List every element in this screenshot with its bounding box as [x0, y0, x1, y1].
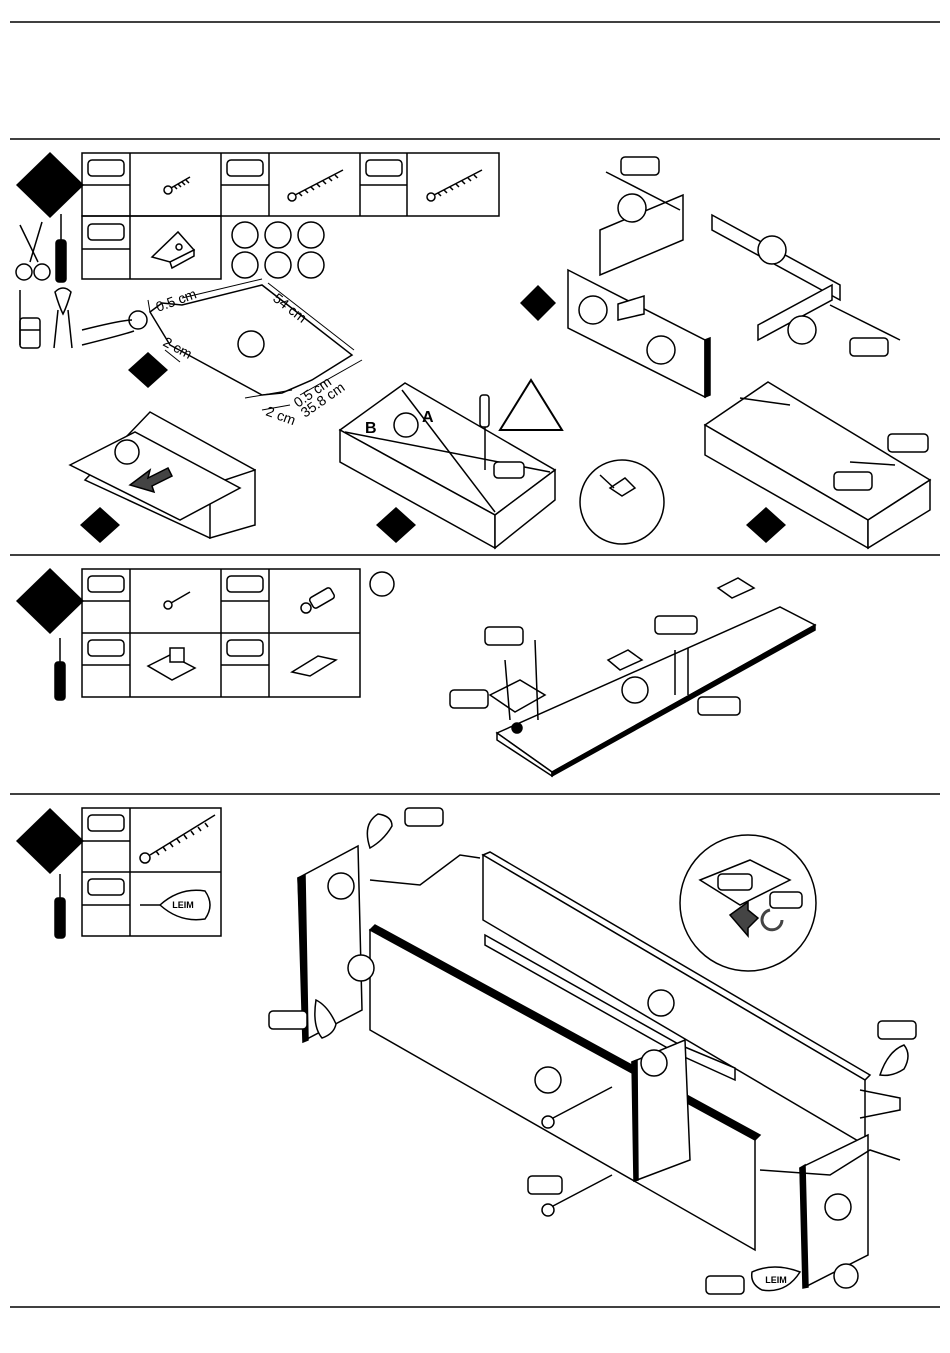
step-c-diamond: [16, 808, 84, 874]
tape-measure-icon: [20, 290, 40, 348]
diagonal-label-a: A: [422, 409, 434, 426]
screw-icon: [164, 592, 190, 609]
screw-icon: [164, 177, 190, 194]
screwdriver-icon: [56, 214, 66, 282]
step-c: LEIM: [16, 808, 916, 1294]
corner-bracket-icon: [152, 232, 194, 268]
pliers-icon: [54, 288, 72, 348]
carcass-assembly: [269, 808, 916, 1294]
long-screw-icon: [288, 170, 343, 201]
euro-screw-icon: [301, 587, 335, 613]
hinge-icon: [148, 648, 195, 680]
leim-label: LEIM: [765, 1275, 787, 1285]
part-circle: [370, 572, 394, 596]
step-b-diamond: [16, 568, 84, 634]
substep-diamond: [80, 507, 120, 543]
substep-diamond: [128, 352, 168, 388]
substep-diamond: [746, 507, 786, 543]
diagonal-label-b: B: [365, 420, 377, 437]
scissors-icon: [16, 222, 50, 280]
door-panel-hinges: [450, 578, 815, 776]
step-a: 0.5 cm 54 cm 2 cm 0.5 cm 35.8 cm 2 cm: [16, 152, 930, 548]
drawer-box-assembly: [568, 157, 900, 397]
step-b: [16, 568, 815, 776]
long-screw-icon: [427, 170, 482, 201]
screwdriver-icon: [55, 874, 65, 938]
substep-diamond: [376, 507, 416, 543]
glue-bottle-icon: LEIM: [140, 890, 210, 919]
zoom-detail: [680, 835, 816, 971]
part-circles: [232, 222, 324, 278]
long-screw-icon: [140, 815, 215, 863]
substep-diamond: [520, 285, 556, 321]
dim-bottom-side: 2 cm: [264, 403, 298, 428]
step-b-parts-table: [82, 569, 360, 697]
warning-triangle-icon: [500, 380, 562, 430]
end-cutter-icon: [82, 311, 147, 345]
drawer-screw-view: [705, 382, 930, 548]
zoom-detail: [580, 460, 664, 544]
step-a-diamond: [16, 152, 84, 218]
clip-icon: [292, 656, 336, 676]
screwdriver-icon: [55, 638, 65, 700]
leim-label: LEIM: [172, 900, 194, 910]
